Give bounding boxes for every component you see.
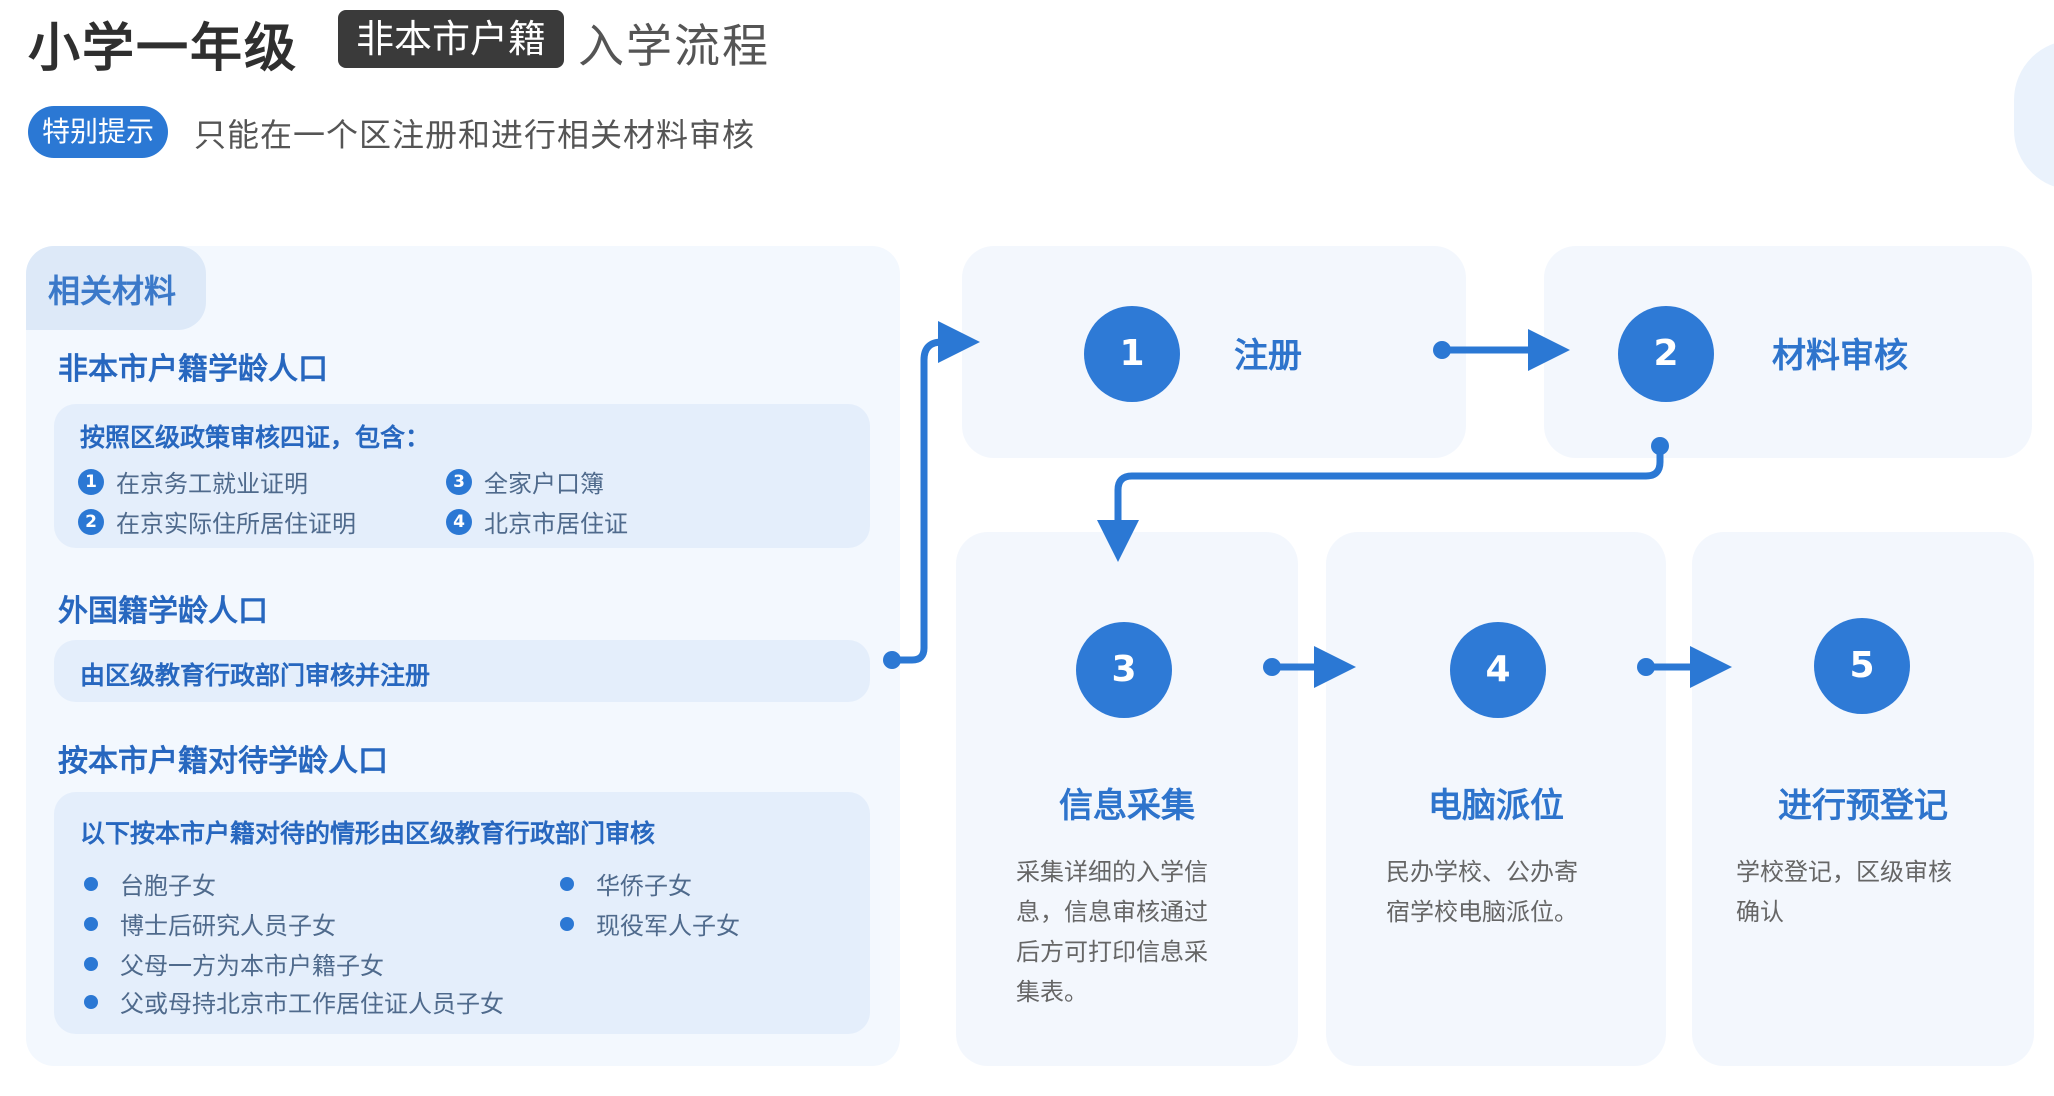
step-5-badge: 5	[1814, 618, 1910, 714]
list-item: 父或母持北京市工作居住证人员子女	[84, 984, 504, 1019]
bullet-dot	[560, 916, 574, 931]
step-4-label: 电脑派位	[1428, 786, 1564, 826]
step-1-badge: 1	[1084, 306, 1180, 402]
number-badge: 2	[78, 508, 104, 535]
title-tag: 非本市户籍	[338, 10, 565, 68]
list-item-text: 北京市居住证	[484, 510, 628, 538]
number-badge: 4	[446, 508, 472, 535]
step-5-desc-line: 学校登记，区级审核	[1736, 858, 1952, 886]
list-item-text: 在京务工就业证明	[116, 470, 308, 498]
step-3-badge: 3	[1076, 622, 1172, 718]
bullet-dot	[84, 876, 98, 891]
section3-box-title: 以下按本市户籍对待的情形由区级教育行政部门审核	[80, 819, 656, 848]
list-item-text: 现役军人子女	[596, 912, 740, 940]
arrow-lottery-to-preregister	[1637, 646, 1732, 688]
bullet-dot	[84, 916, 98, 931]
list-item-text: 在京实际住所居住证明	[116, 510, 356, 538]
step-2-label: 材料审核	[1772, 336, 1908, 376]
step-5-label: 进行预登记	[1778, 786, 1948, 826]
list-item-text: 华侨子女	[596, 872, 692, 900]
list-item-text: 博士后研究人员子女	[120, 912, 336, 940]
bullet-dot	[84, 956, 98, 971]
list-item: 博士后研究人员子女	[84, 906, 336, 941]
arrow-review-to-info	[1097, 437, 1669, 562]
step-panel-lottery	[1326, 532, 1666, 1066]
section2-box-text: 由区级教育行政部门审核并注册	[80, 661, 431, 690]
list-item: 华侨子女	[560, 866, 692, 901]
list-item-text: 父母一方为本市户籍子女	[120, 952, 384, 980]
list-item: 台胞子女	[84, 866, 216, 901]
number-badge: 1	[78, 468, 104, 495]
list-item: 现役军人子女	[560, 906, 740, 941]
step-panel-register	[962, 246, 1466, 458]
arrow-register-to-review	[1433, 329, 1570, 371]
list-item: 3 全家户口簿	[446, 464, 604, 499]
step-3-description: 采集详细的入学信 息，信息审核通过 后方可打印信息采 集表。	[1016, 852, 1208, 1012]
section-title-treated-as-local: 按本市户籍对待学龄人口	[58, 744, 388, 779]
list-item: 1 在京务工就业证明	[78, 464, 308, 499]
page-title-suffix: 入学流程	[578, 19, 770, 73]
notice-badge: 特别提示	[28, 106, 169, 158]
section3-box	[54, 792, 870, 1034]
list-item: 4 北京市居住证	[446, 504, 628, 539]
list-item-text: 全家户口簿	[484, 470, 604, 498]
section-title-nonlocal: 非本市户籍学龄人口	[58, 352, 328, 387]
bullet-dot	[560, 876, 574, 891]
section-title-foreign: 外国籍学龄人口	[58, 594, 268, 629]
step-4-badge: 4	[1450, 622, 1546, 718]
bullet-dot	[84, 994, 98, 1009]
list-item: 父母一方为本市户籍子女	[84, 946, 384, 981]
step-panel-info	[956, 532, 1298, 1066]
step-5-description: 学校登记，区级审核 确认	[1736, 852, 1952, 932]
list-item-text: 台胞子女	[120, 872, 216, 900]
arrow-info-to-lottery	[1263, 646, 1356, 688]
step-3-desc-line: 集表。	[1016, 978, 1088, 1006]
materials-tab	[26, 246, 206, 330]
section1-box-title: 按照区级政策审核四证，包含：	[80, 423, 431, 452]
arrow-materials-to-register	[883, 321, 980, 669]
page-title: 小学一年级	[28, 19, 299, 79]
step-3-desc-line: 后方可打印信息采	[1016, 938, 1208, 966]
number-badge: 3	[446, 468, 472, 495]
step-4-description: 民办学校、公办寄 宿学校电脑派位。	[1386, 852, 1578, 932]
step-3-desc-line: 采集详细的入学信	[1016, 858, 1208, 886]
step-3-desc-line: 息，信息审核通过	[1016, 898, 1208, 926]
step-3-label: 信息采集	[1059, 786, 1195, 826]
section2-box	[54, 640, 870, 702]
notice-text: 只能在一个区注册和进行相关材料审核	[194, 116, 756, 154]
list-item: 2 在京实际住所居住证明	[78, 504, 356, 539]
step-2-badge: 2	[1618, 306, 1714, 402]
list-item-text: 父或母持北京市工作居住证人员子女	[120, 990, 504, 1018]
materials-tab-label: 相关材料	[48, 272, 177, 310]
step-1-label: 注册	[1234, 336, 1302, 376]
step-5-desc-line: 确认	[1736, 898, 1784, 926]
step-4-desc-line: 宿学校电脑派位。	[1386, 898, 1578, 926]
step-4-desc-line: 民办学校、公办寄	[1386, 858, 1578, 886]
